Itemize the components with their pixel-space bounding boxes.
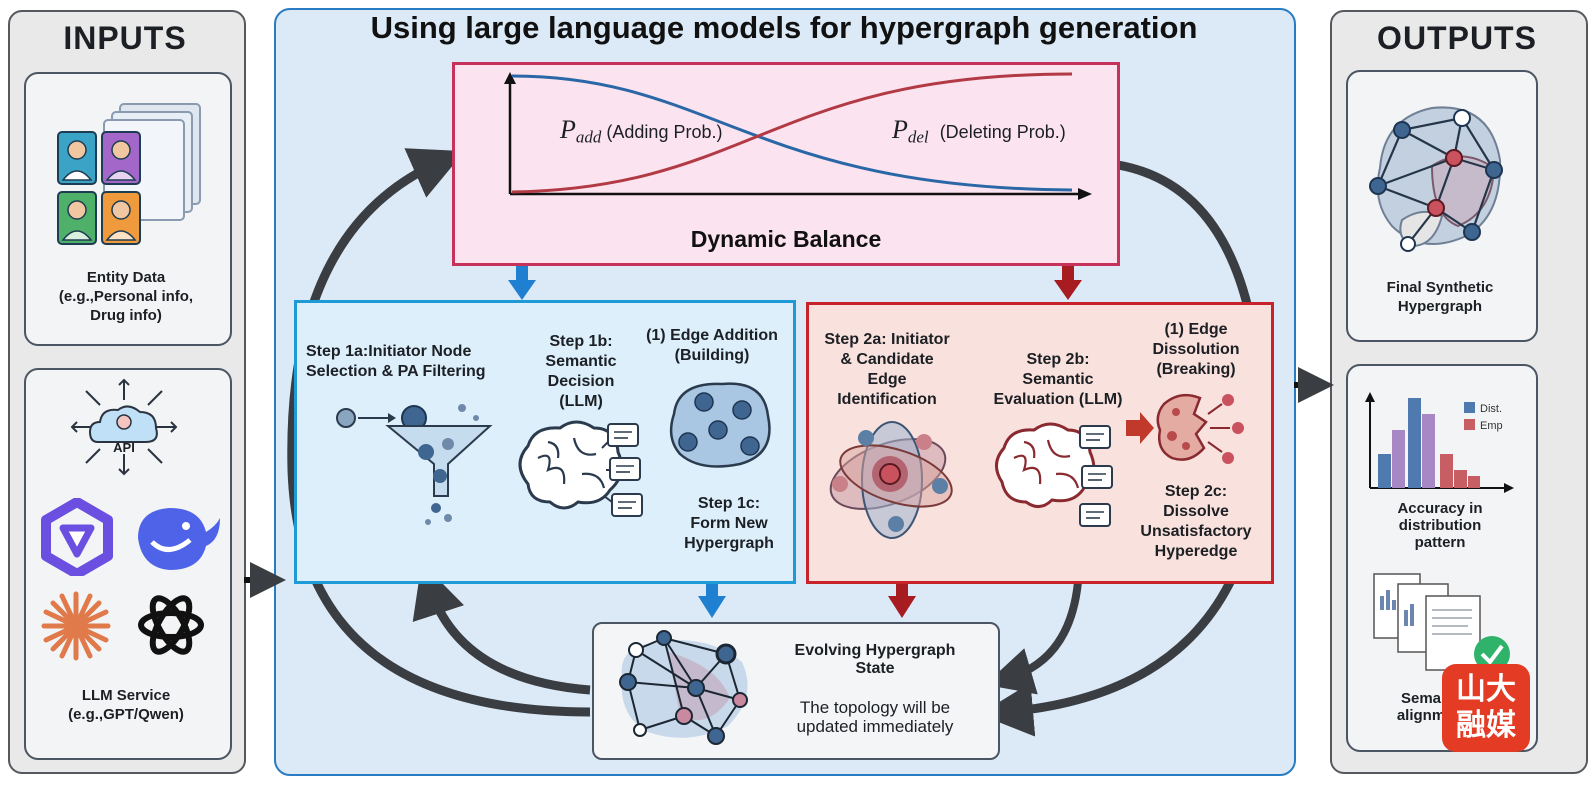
media-watermark-logo: 山大 融媒 bbox=[1442, 664, 1530, 752]
step-2c-line: Dissolve bbox=[1163, 503, 1229, 520]
legend-emp-text: Emp bbox=[1480, 420, 1503, 432]
accuracy-line: Accuracy in bbox=[1397, 500, 1483, 517]
step-2b-label: Step 2b: Semantic Evaluation (LLM) bbox=[978, 350, 1138, 410]
inputs-header: INPUTS bbox=[63, 20, 187, 56]
step-2a-line: Identification bbox=[837, 391, 937, 408]
p-del-curve bbox=[511, 72, 1073, 194]
entity-label-line: Drug info) bbox=[90, 307, 162, 324]
step-1b-line: Decision bbox=[547, 373, 615, 390]
entity-data-label: Entity Data (e.g.,Personal info, Drug in… bbox=[26, 268, 226, 325]
legend-dist-text: Dist. bbox=[1480, 403, 1502, 415]
step-1b-line: Semantic bbox=[545, 353, 617, 370]
p-del-subscript: del bbox=[907, 127, 929, 147]
step-2c-label: Step 2c: Dissolve Unsatisfactory Hypered… bbox=[1128, 482, 1264, 562]
evolving-title-line: Evolving Hypergraph bbox=[794, 642, 956, 659]
dynamic-balance-panel bbox=[452, 62, 1120, 266]
entity-label-line: (e.g.,Personal info, bbox=[58, 288, 194, 305]
watermark-line: 山大 bbox=[1456, 672, 1516, 707]
semantic-documents-icon bbox=[1373, 573, 1510, 672]
semantic-line: alignm bbox=[1396, 707, 1446, 724]
candidate-edge-icon bbox=[829, 421, 953, 539]
llm-brain-icon-step1 bbox=[518, 420, 643, 517]
edge-dissolution-line: Dissolution bbox=[1152, 341, 1240, 358]
step-2a-line: Edge bbox=[867, 371, 907, 388]
step-2c-line: Step 2c: bbox=[1164, 483, 1228, 500]
evolving-body-line: The topology will be bbox=[799, 698, 951, 717]
balance-curves-chart bbox=[504, 72, 1092, 200]
api-text: API bbox=[113, 440, 135, 455]
p-add-text: (Adding Prob.) bbox=[606, 122, 723, 142]
p-del-text: (Deleting Prob.) bbox=[939, 122, 1066, 142]
semantic-line: Sema bbox=[1400, 690, 1442, 707]
openai-logo-icon bbox=[138, 595, 204, 655]
edge-dissolution-line: (1) Edge bbox=[1164, 321, 1228, 338]
final-label-line: Final Synthetic bbox=[1386, 279, 1494, 296]
step-2a-line: Step 2a: Initiator bbox=[824, 331, 950, 348]
funnel-filter-icon bbox=[336, 404, 493, 525]
final-label-line: Hypergraph bbox=[1397, 298, 1483, 315]
step-1c-label: Step 1c: Form New Hypergraph bbox=[664, 494, 794, 554]
qwen-logo-icon bbox=[41, 498, 113, 576]
step-1b-line: (LLM) bbox=[559, 393, 603, 410]
final-hypergraph-icon bbox=[1369, 106, 1503, 252]
dynamic-balance-caption: Dynamic Balance bbox=[690, 226, 882, 252]
llm-brain-icon-step2 bbox=[995, 422, 1113, 527]
step-1b-line: Step 1b: bbox=[549, 333, 613, 350]
edge-dissolution-line: (Breaking) bbox=[1156, 361, 1236, 378]
step-2a-label: Step 2a: Initiator & Candidate Edge Iden… bbox=[812, 330, 962, 410]
main-title: Using large language models for hypergra… bbox=[370, 10, 1198, 45]
llm-label-line: (e.g.,GPT/Qwen) bbox=[68, 706, 184, 723]
dissolution-break-icon bbox=[1126, 393, 1244, 464]
entity-data-icon bbox=[57, 103, 201, 245]
p-add-subscript: add bbox=[575, 127, 602, 147]
evolving-title-line: State bbox=[855, 660, 895, 677]
edge-addition-label: (1) Edge Addition (Building) bbox=[632, 326, 792, 366]
accuracy-label: Accuracy in distribution pattern bbox=[1348, 500, 1532, 551]
step-1c-line: Step 1c: bbox=[697, 495, 761, 512]
p-del-symbol: P bbox=[892, 115, 908, 144]
step-2b-line: Evaluation (LLM) bbox=[993, 391, 1123, 408]
final-hypergraph-label: Final Synthetic Hypergraph bbox=[1348, 278, 1532, 316]
llm-label-line: LLM Service bbox=[81, 687, 171, 704]
step-2b-line: Step 2b: bbox=[1026, 351, 1090, 368]
api-cloud-icon: API bbox=[70, 378, 178, 476]
step-1c-line: Hypergraph bbox=[684, 535, 774, 552]
step-2c-line: Hyperedge bbox=[1154, 543, 1238, 560]
p-add-symbol: P bbox=[560, 115, 576, 144]
edge-addition-line: (1) Edge Addition bbox=[646, 327, 778, 344]
evolving-body-line: updated immediately bbox=[796, 717, 954, 736]
semantic-alignment-label: Sema alignm bbox=[1366, 690, 1476, 724]
edge-addition-line: (Building) bbox=[674, 347, 750, 364]
step-1a-line: Selection & PA Filtering bbox=[306, 363, 486, 380]
step-2a-line: & Candidate bbox=[840, 351, 934, 368]
step-1b-label: Step 1b: Semantic Decision (LLM) bbox=[526, 332, 636, 412]
new-hyperedge-icon bbox=[669, 382, 771, 468]
evolving-state-body: The topology will be updated immediately bbox=[770, 698, 980, 736]
step-1a-line: Step 1a:Initiator Node bbox=[306, 343, 472, 360]
edge-dissolution-label: (1) Edge Dissolution (Breaking) bbox=[1138, 320, 1254, 380]
step-2b-line: Semantic bbox=[1022, 371, 1094, 388]
p-del-label: Pdel (Deleting Prob.) bbox=[892, 115, 1066, 148]
step-2c-line: Unsatisfactory bbox=[1140, 523, 1252, 540]
watermark-line: 融媒 bbox=[1456, 708, 1516, 743]
outputs-header: OUTPUTS bbox=[1377, 20, 1537, 56]
distribution-bar-chart-icon: Dist. Emp bbox=[1365, 392, 1514, 493]
evolving-state-title: Evolving Hypergraph State bbox=[770, 642, 980, 678]
step-1c-line: Form New bbox=[690, 515, 768, 532]
evolving-hypergraph-icon bbox=[619, 630, 748, 745]
accuracy-line: distribution bbox=[1398, 517, 1482, 534]
p-add-label: Padd (Adding Prob.) bbox=[560, 115, 722, 148]
deepseek-logo-icon bbox=[138, 508, 220, 570]
p-add-curve bbox=[511, 74, 1073, 192]
entity-label-line: Entity Data bbox=[86, 269, 166, 286]
claude-logo-icon bbox=[41, 591, 111, 661]
accuracy-line: pattern bbox=[1414, 534, 1466, 551]
llm-service-label: LLM Service (e.g.,GPT/Qwen) bbox=[26, 686, 226, 724]
step-1a-label: Step 1a:Initiator Node Selection & PA Fi… bbox=[306, 342, 486, 382]
